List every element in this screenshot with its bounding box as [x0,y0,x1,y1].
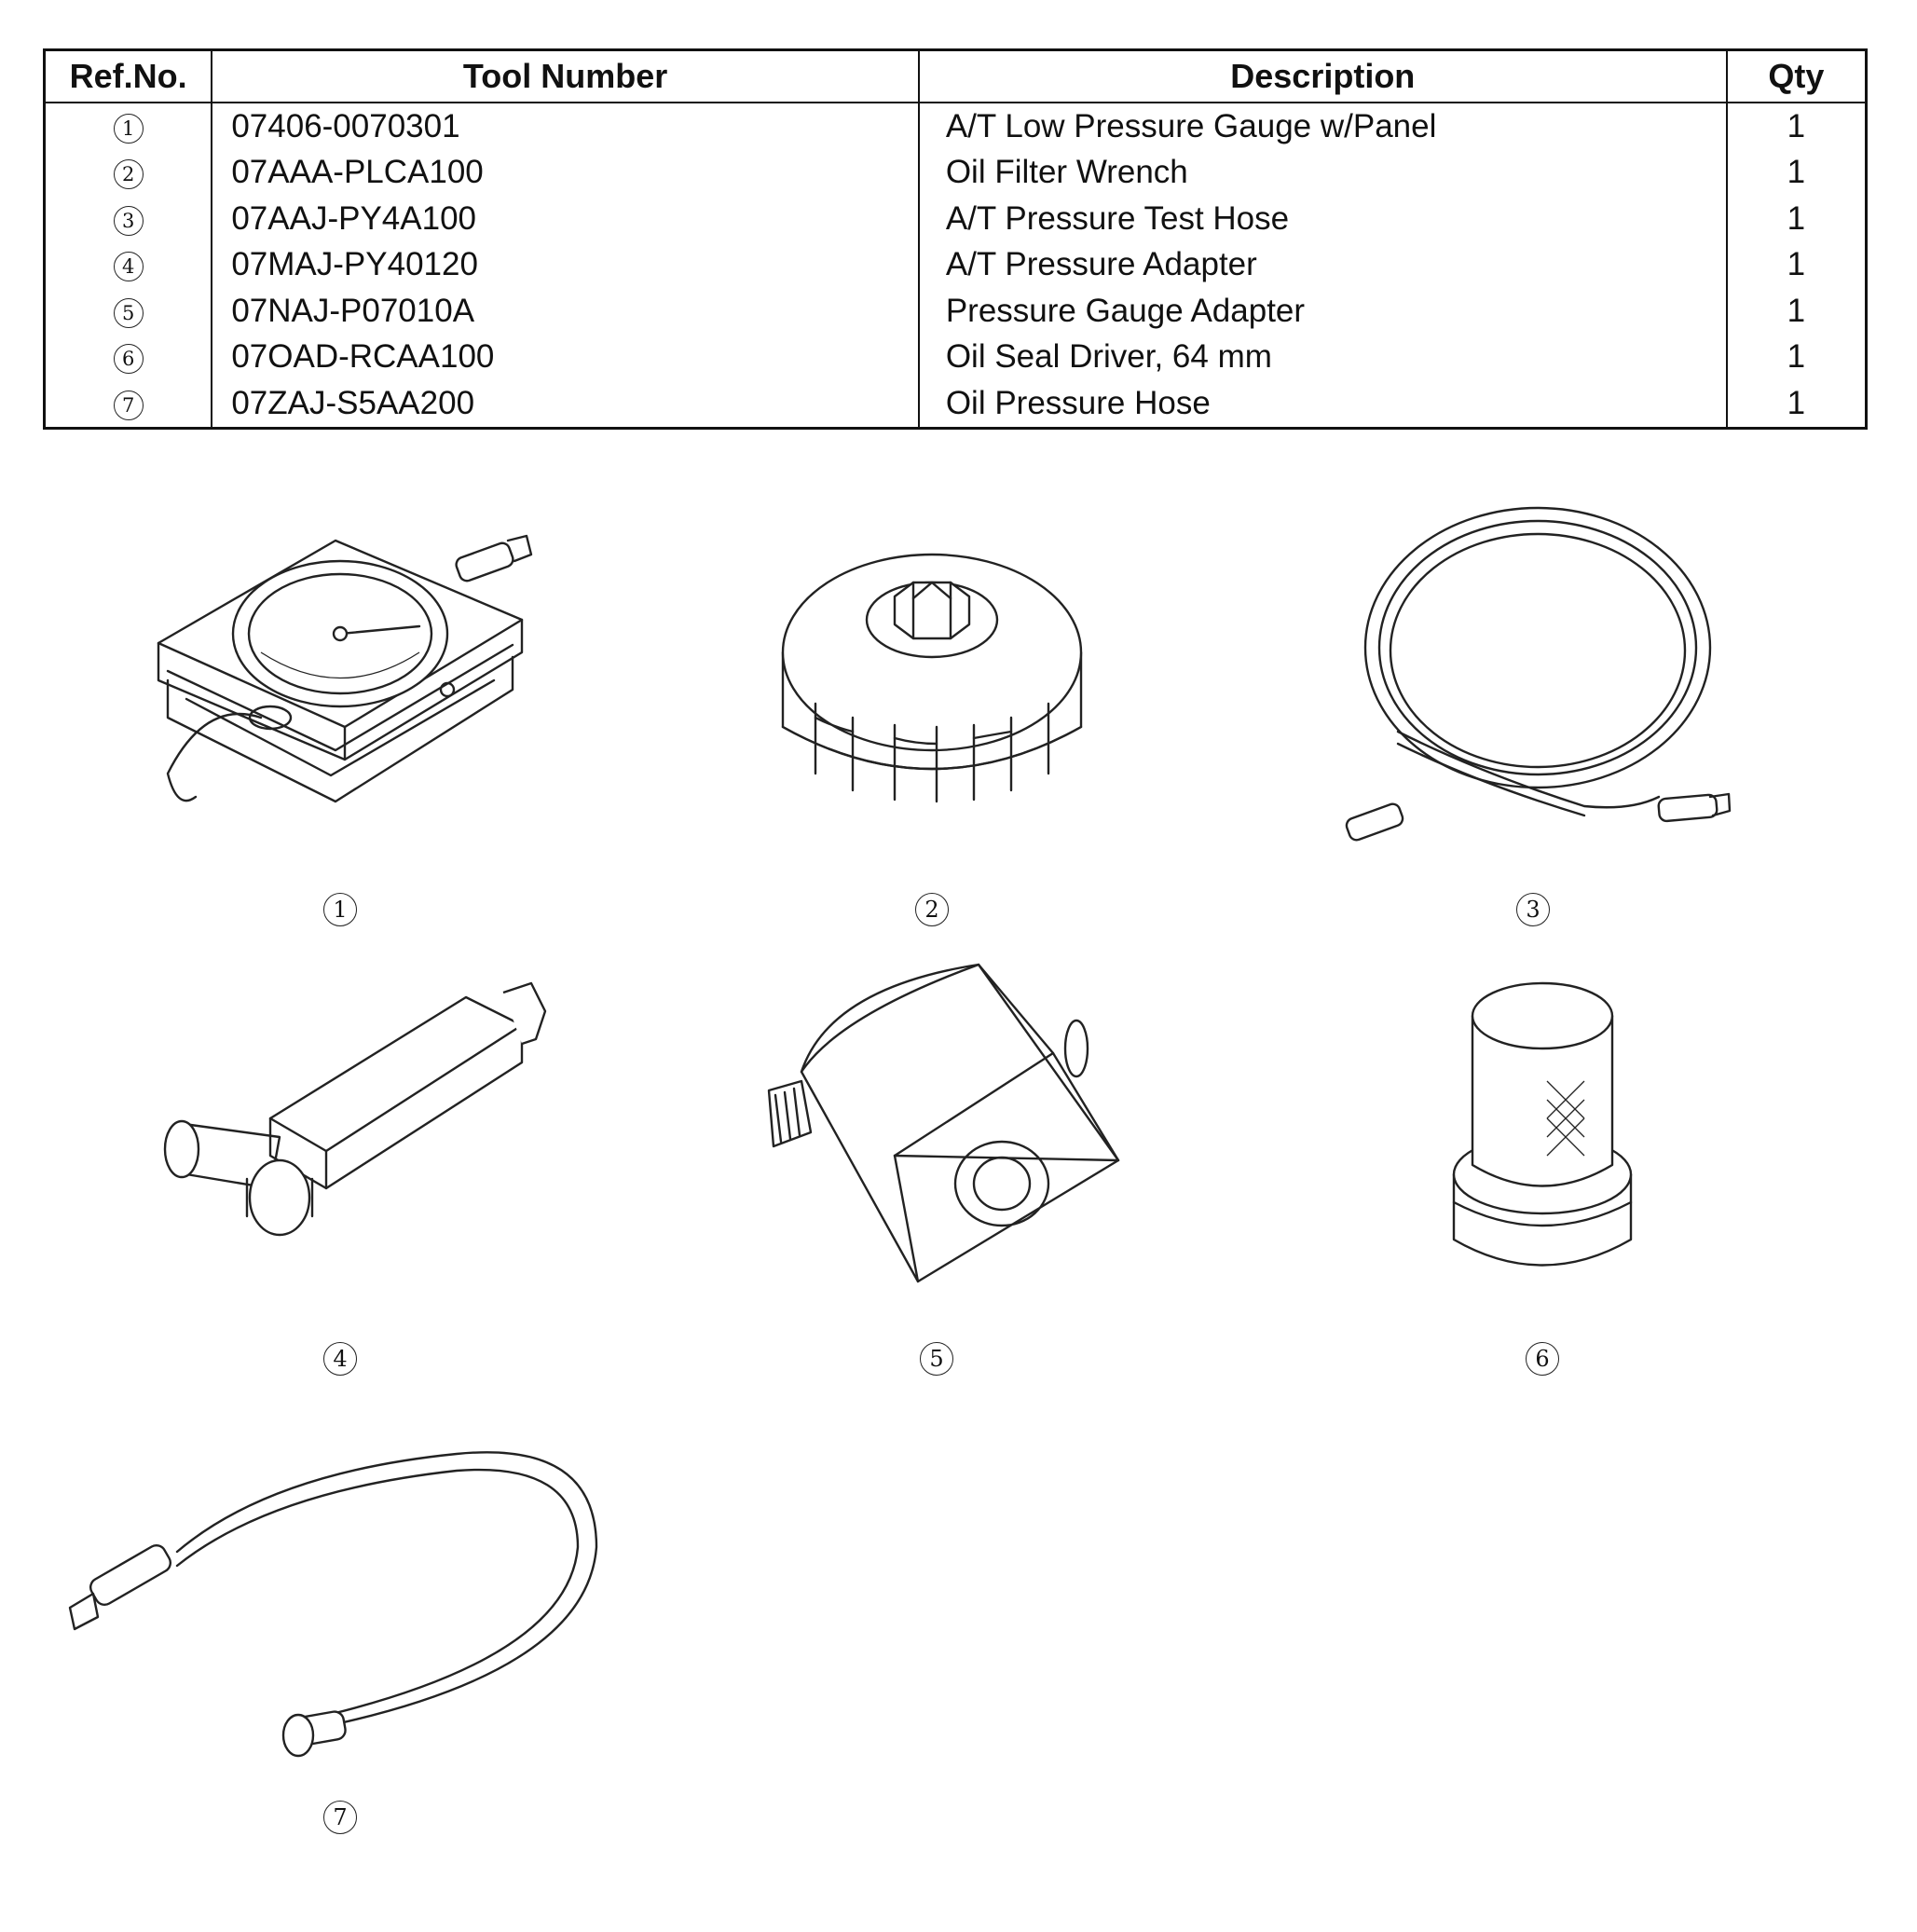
pressure-test-hose-icon [1345,506,1732,842]
tool-number-cell: 07AAJ-PY4A100 [211,196,919,242]
ref-number-badge: 7 [113,390,144,420]
figure-7-caption: 7 [323,1801,357,1834]
qty-cell: 1 [1725,241,1867,288]
tool-number-cell: 07OAD-RCAA100 [211,334,919,380]
table-row: 7 07ZAJ-S5AA200 Oil Pressure Hose 1 [45,380,1867,428]
ref-cell: 6 [45,335,212,381]
oil-pressure-hose-icon [68,1451,598,1758]
ref-number-badge: 1 [113,113,144,144]
figure-6-ref-badge: 6 [1526,1342,1559,1376]
figure-3-hose [1333,494,1743,853]
pressure-adapter-icon [163,981,547,1237]
tool-number-cell: 07406-0070301 [211,103,919,150]
tool-number-cell: 07MAJ-PY40120 [211,241,919,288]
table-header-row: Ref.No. Tool Number Description Qty [44,49,1867,103]
ref-cell: 7 [45,380,212,428]
description-cell: A/T Low Pressure Gauge w/Panel [917,103,1727,150]
table-row: 2 07AAA-PLCA100 Oil Filter Wrench 1 [45,149,1867,197]
tool-number-cell: 07ZAJ-S5AA200 [211,380,919,428]
qty-cell: 1 [1725,334,1867,380]
tool-number-cell: 07AAA-PLCA100 [211,149,919,196]
ref-number-badge: 4 [113,252,144,281]
qty-cell: 1 [1725,380,1867,428]
table-row: 6 07OAD-RCAA100 Oil Seal Driver, 64 mm 1 [45,334,1867,381]
special-tools-table: Ref.No. Tool Number Description Qty 1 07… [43,48,1868,430]
special-tools-table-container: Ref.No. Tool Number Description Qty 1 07… [43,48,1868,430]
figure-4-ref-badge: 4 [323,1342,357,1376]
ref-number-badge: 5 [113,297,144,328]
figure-1-gauge [149,531,541,843]
figure-2-wrench [774,541,1090,806]
table-row: 3 07AAJ-PY4A100 A/T Pressure Test Hose 1 [45,196,1867,242]
ref-no-header: Ref.No. [44,49,212,103]
figure-6-driver [1445,969,1650,1291]
ref-cell: 2 [45,150,212,197]
figure-4-adapter [130,969,559,1254]
pressure-gauge-panel-icon [157,534,533,803]
figure-3-ref-badge: 3 [1516,893,1550,926]
qty-cell: 1 [1725,149,1867,196]
qty-cell: 1 [1725,196,1867,242]
oil-filter-wrench-icon [781,553,1083,803]
tool-number-header: Tool Number [211,49,919,103]
qty-cell: 1 [1725,288,1867,335]
ref-number-badge: 2 [113,159,144,189]
figure-5-block [746,960,1137,1300]
table-row: 5 07NAJ-P07010A Pressure Gauge Adapter 1 [45,288,1867,335]
figure-6-caption: 6 [1526,1342,1559,1376]
description-header: Description [917,49,1727,103]
ref-cell: 5 [45,288,212,335]
qty-header: Qty [1725,49,1867,103]
tool-number-cell: 07NAJ-P07010A [211,288,919,335]
figure-1-caption: 1 [323,893,357,926]
figure-5-ref-badge: 5 [920,1342,953,1376]
figure-5-caption: 5 [920,1342,953,1376]
oil-seal-driver-icon [1452,981,1633,1267]
description-cell: Pressure Gauge Adapter [917,288,1727,335]
table-row: 4 07MAJ-PY40120 A/T Pressure Adapter 1 [45,241,1867,289]
figure-3-caption: 3 [1516,893,1550,926]
figure-1-ref-badge: 1 [323,893,357,926]
ref-number-badge: 3 [113,205,144,236]
figure-2-ref-badge: 2 [915,893,949,926]
qty-cell: 1 [1725,103,1867,150]
description-cell: Oil Filter Wrench [917,149,1727,196]
ref-cell: 3 [45,196,212,242]
description-cell: Oil Seal Driver, 64 mm [917,334,1727,380]
ref-cell: 4 [45,242,212,289]
gauge-adapter-block-icon [767,963,1120,1283]
description-cell: Oil Pressure Hose [917,380,1727,428]
description-cell: A/T Pressure Adapter [917,241,1727,288]
description-cell: A/T Pressure Test Hose [917,196,1727,242]
figure-7-hose [65,1417,624,1775]
figure-7-ref-badge: 7 [323,1801,357,1834]
ref-number-badge: 6 [113,344,144,374]
table-row: 1 07406-0070301 A/T Low Pressure Gauge w… [45,103,1867,150]
ref-cell: 1 [45,103,212,150]
figure-2-caption: 2 [915,893,949,926]
figure-4-caption: 4 [323,1342,357,1376]
